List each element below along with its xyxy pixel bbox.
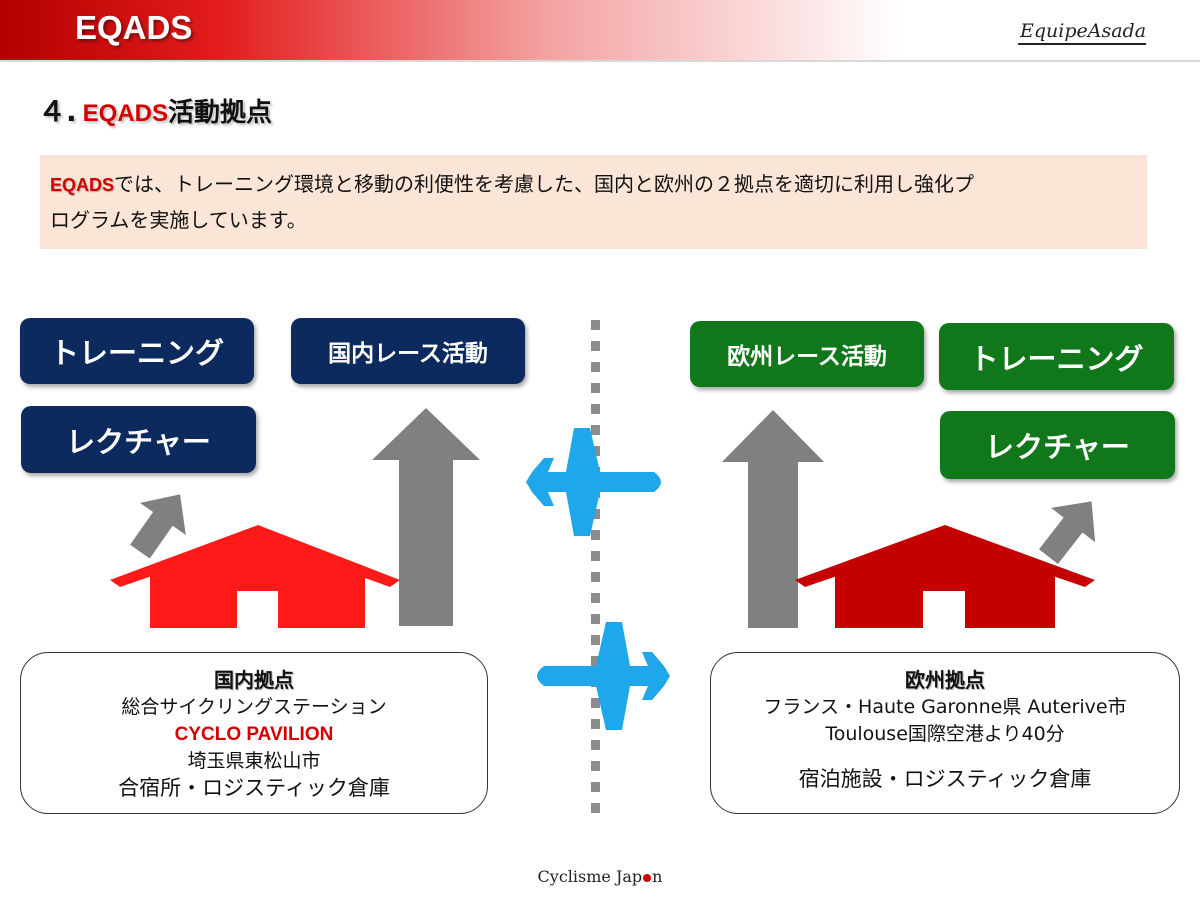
left-up-arrow-icon <box>372 408 480 626</box>
left-lecture-box: レクチャー <box>21 406 256 473</box>
intro-line-2: ログラムを実施しています。 <box>50 208 307 232</box>
header-bar: EQADS EquipeAsada <box>0 0 1200 62</box>
section-number: ４. <box>38 95 77 128</box>
dotted-divider <box>591 320 600 815</box>
domestic-base-line-2: 埼玉県東松山市 <box>187 750 321 772</box>
domestic-base-line-3: 合宿所・ロジスティック倉庫 <box>118 776 390 800</box>
left-diagonal-arrow-icon <box>130 494 186 559</box>
section-title: ４.EQADS活動拠点 <box>38 90 272 130</box>
left-training-box: トレーニング <box>20 318 254 384</box>
footer-logo: Cyclisme Jap n <box>0 867 1200 886</box>
header-title: EQADS <box>75 9 193 46</box>
brand-logo-underline <box>1017 43 1147 45</box>
left-house-icon <box>110 525 400 628</box>
right-up-arrow-icon <box>722 410 824 628</box>
brand-logo: EquipeAsada <box>1020 20 1147 42</box>
europe-base-line-3: 宿泊施設・ロジスティック倉庫 <box>798 767 1092 791</box>
europe-base-card: 欧州拠点 フランス・Haute Garonne県 Auterive市 Toulo… <box>710 652 1180 814</box>
intro-box: EQADSでは、トレーニング環境と移動の利便性を考慮した、国内と欧州の２拠点を適… <box>40 155 1147 249</box>
intro-line-1: では、トレーニング環境と移動の利便性を考慮した、国内と欧州の２拠点を適切に利用し… <box>114 172 975 196</box>
europe-base-spacer <box>711 748 1179 766</box>
section-title-text: 活動拠点 <box>168 98 273 128</box>
domestic-base-line-1: 総合サイクリングステーション <box>121 696 387 718</box>
europe-base-line-2: Toulouse国際空港より40分 <box>825 723 1065 745</box>
europe-base-heading: 欧州拠点 <box>905 668 985 692</box>
airplane-left-icon <box>537 622 670 730</box>
domestic-base-pavilion: CYCLO PAVILION <box>174 724 334 745</box>
right-diagonal-arrow-icon <box>1038 501 1096 564</box>
footer-text-part-1: Cyclisme Jap <box>537 867 643 886</box>
europe-base-line-1: フランス・Haute Garonne県 Auterive市 <box>763 696 1127 718</box>
left-race-box: 国内レース活動 <box>291 318 525 384</box>
footer-red-dot-icon <box>643 873 652 882</box>
footer-text-part-2: n <box>652 867 663 886</box>
right-house-icon <box>795 525 1095 628</box>
right-training-box: トレーニング <box>939 323 1174 390</box>
domestic-base-card: 国内拠点 総合サイクリングステーション CYCLO PAVILION 埼玉県東松… <box>20 652 488 814</box>
section-title-brand: EQADS <box>82 100 168 127</box>
intro-brand: EQADS <box>50 175 115 195</box>
right-race-box: 欧州レース活動 <box>690 321 924 387</box>
domestic-base-heading: 国内拠点 <box>214 668 294 692</box>
right-lecture-box: レクチャー <box>940 411 1175 479</box>
airplane-right-icon <box>526 428 661 536</box>
